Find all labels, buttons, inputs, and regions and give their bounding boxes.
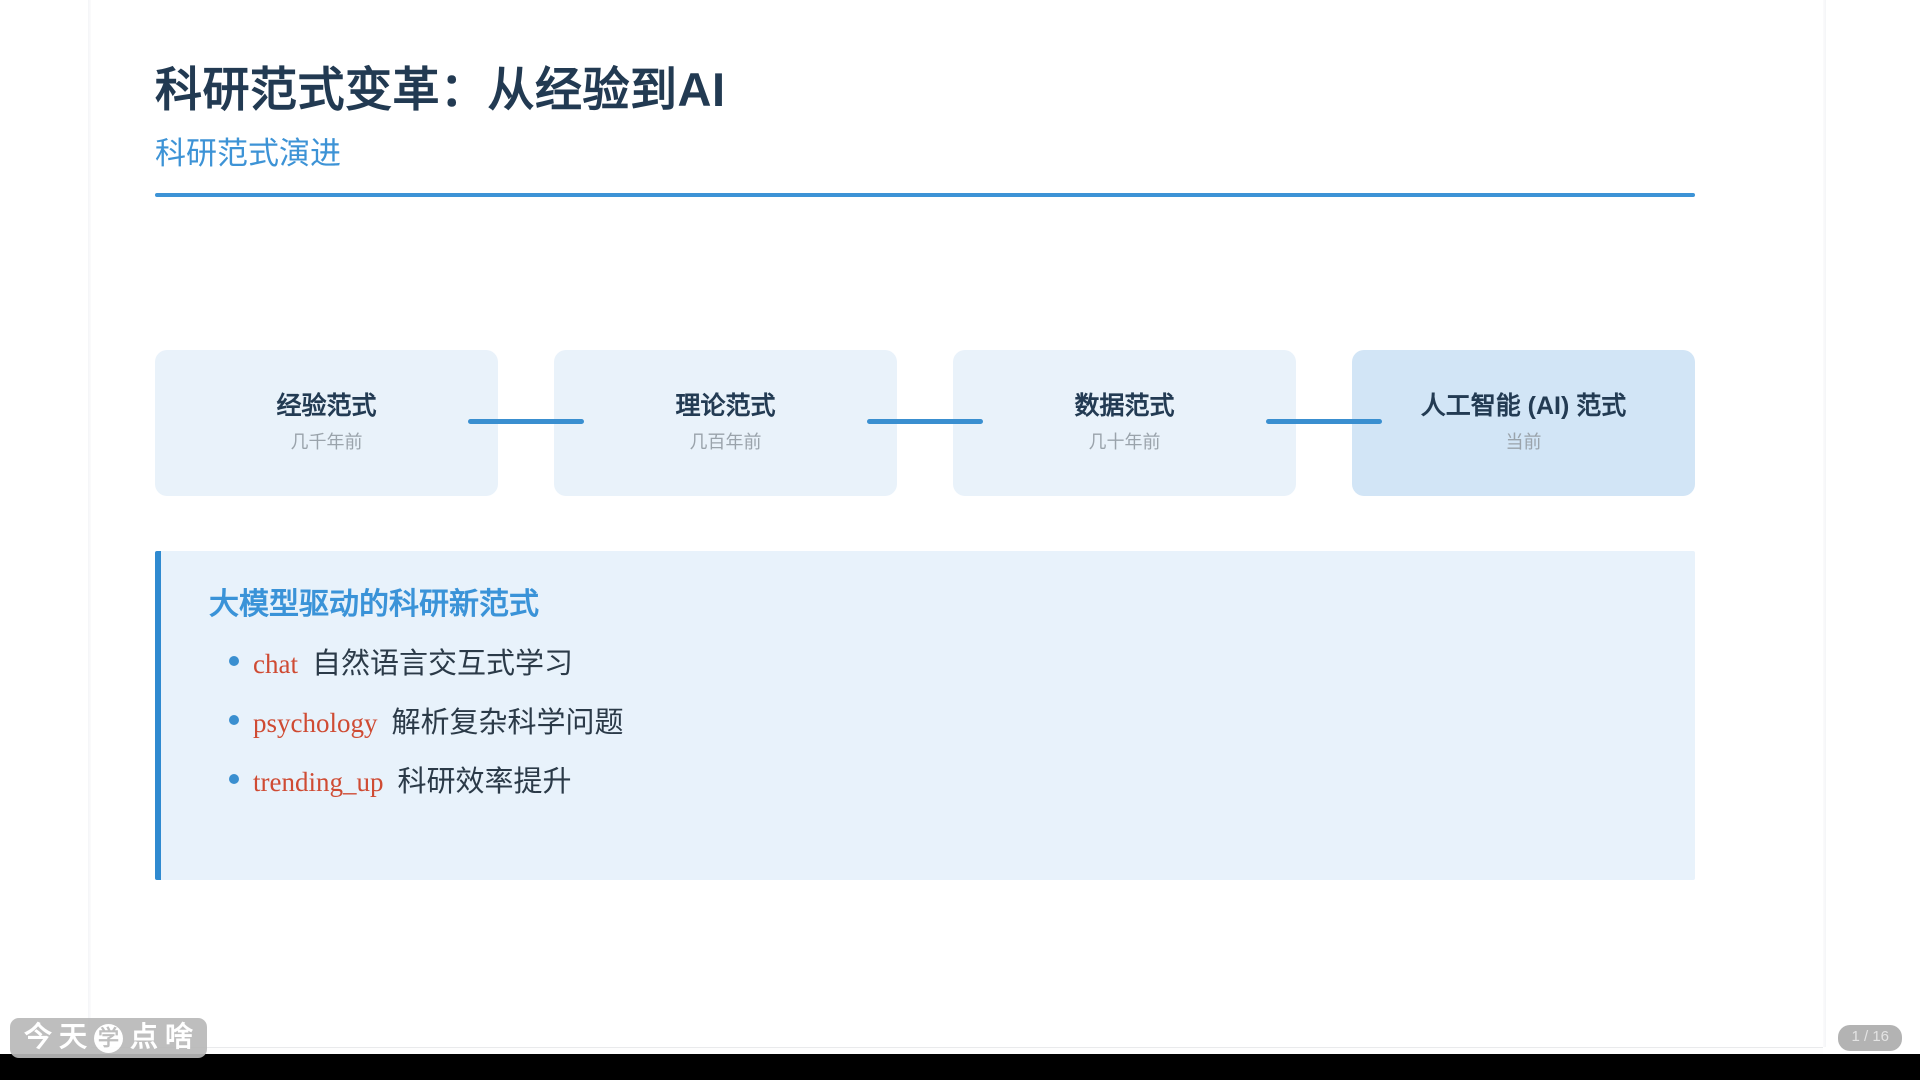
slide-header: 科研范式变革：从经验到AI 科研范式演进 bbox=[155, 62, 1695, 197]
list-item-label: 科研效率提升 bbox=[397, 766, 572, 799]
page-title: 科研范式变革：从经验到AI bbox=[155, 63, 726, 116]
slide-gutter-right bbox=[1823, 0, 1826, 1047]
bullet-dot-icon bbox=[229, 715, 239, 726]
callout-heading: 大模型驱动的科研新范式 bbox=[209, 588, 539, 621]
watermark-prefix: 今 天 bbox=[24, 1022, 88, 1053]
timeline-connector-line bbox=[867, 350, 983, 496]
material-icon-ligature-trending_up: trending_up bbox=[253, 767, 384, 798]
list-item: trending_up 科研效率提升 bbox=[229, 763, 1695, 802]
timeline-card-name: 数据范式 bbox=[1074, 392, 1175, 421]
slide-gutter-left bbox=[88, 0, 91, 1047]
list-item: chat 自然语言交互式学习 bbox=[229, 645, 1695, 684]
header-divider bbox=[155, 192, 1695, 197]
list-item: psychology 解析复杂科学问题 bbox=[229, 704, 1695, 743]
timeline-card-name: 理论范式 bbox=[675, 392, 776, 421]
timeline-card-era: 当前 bbox=[1505, 431, 1542, 452]
paradigm-timeline: 经验范式几千年前理论范式几百年前数据范式几十年前人工智能 (AI) 范式当前 bbox=[155, 350, 1695, 496]
slide-subtitle: 科研范式演进 bbox=[155, 136, 341, 172]
slide-bottom-lip bbox=[91, 1047, 1823, 1054]
page-indicator: 1 / 16 bbox=[1838, 1025, 1902, 1051]
timeline-card: 理论范式几百年前 bbox=[554, 350, 897, 496]
timeline-card-era: 几十年前 bbox=[1088, 431, 1161, 452]
timeline-card-era: 几千年前 bbox=[290, 431, 363, 452]
bullet-dot-icon bbox=[229, 774, 239, 785]
material-icon-ligature-psychology: psychology bbox=[253, 708, 378, 739]
timeline-connector-line bbox=[468, 350, 584, 496]
watermark-suffix: 点 啥 bbox=[130, 1022, 194, 1053]
timeline-card-name: 人工智能 (AI) 范式 bbox=[1420, 392, 1627, 421]
bullet-dot-icon bbox=[229, 656, 239, 666]
list-item-label: 解析复杂科学问题 bbox=[391, 707, 624, 740]
watermark-circle-icon: 学 bbox=[94, 1023, 124, 1053]
slide-canvas: 科研范式变革：从经验到AI 科研范式演进 经验范式几千年前理论范式几百年前数据范… bbox=[91, 0, 1823, 1047]
highlight-callout: 大模型驱动的科研新范式 chat 自然语言交互式学习 psychology 解析复杂科… bbox=[155, 551, 1695, 880]
timeline-card: 人工智能 (AI) 范式当前 bbox=[1352, 350, 1695, 496]
timeline-card: 经验范式几千年前 bbox=[155, 350, 498, 496]
window-bottom-bar bbox=[0, 1054, 1920, 1080]
watermark-badge: 今 天 学 点 啥 bbox=[10, 1018, 208, 1058]
list-item-label: 自然语言交互式学习 bbox=[311, 648, 573, 680]
timeline-connector-line bbox=[1266, 350, 1382, 496]
timeline-card: 数据范式几十年前 bbox=[953, 350, 1296, 496]
timeline-card-name: 经验范式 bbox=[276, 392, 377, 421]
timeline-card-era: 几百年前 bbox=[689, 431, 762, 452]
material-icon-ligature-chat: chat bbox=[253, 649, 298, 679]
